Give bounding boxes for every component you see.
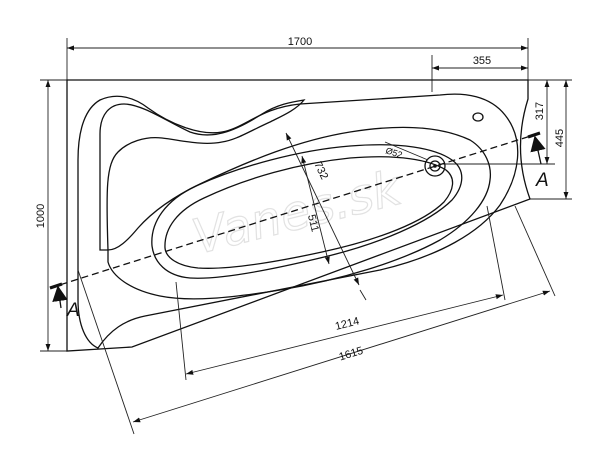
section-label-left: A <box>66 300 80 321</box>
drain-diameter-label: Ø52 <box>384 145 403 160</box>
bathtub-outline <box>66 79 531 352</box>
dim-drain-y-label: 317 <box>534 102 546 120</box>
section-label-right: A <box>535 170 549 191</box>
dim-bath-length-label: 1615 <box>338 345 365 364</box>
dim-bath-length <box>77 205 556 435</box>
dim-basin-length-label: 1214 <box>334 315 361 333</box>
drain-diameter-leader <box>384 141 429 161</box>
section-arrow-left <box>52 285 68 309</box>
inner-basin <box>151 144 463 279</box>
overflow-hole <box>472 112 484 122</box>
dim-basin-width <box>301 155 330 265</box>
section-arrow-right <box>530 135 546 165</box>
dim-section-offset-label: 445 <box>554 129 566 147</box>
extension-lines <box>40 38 572 352</box>
drain <box>424 155 446 177</box>
dim-basin-width-label: 511 <box>305 213 321 233</box>
dim-total-width-label: 1000 <box>35 204 47 228</box>
dim-drain-x-label: 355 <box>473 55 491 67</box>
dim-total-length-label: 1700 <box>288 36 312 48</box>
